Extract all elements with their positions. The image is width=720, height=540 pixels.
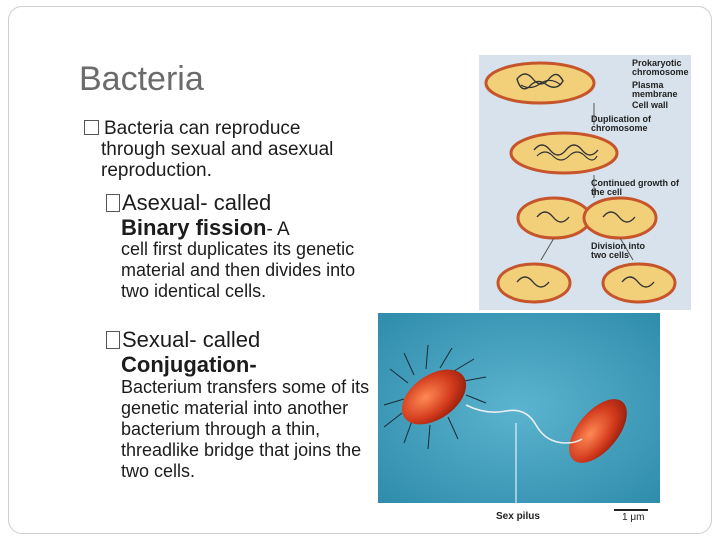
bullet-lead: Bacteria can reproduce — [104, 118, 301, 139]
scale-bar — [614, 509, 648, 511]
sex-pilus — [465, 404, 583, 444]
cell-stage-1 — [484, 61, 596, 105]
label-plasma-membrane: Plasma membrane — [632, 80, 678, 99]
label-growth: Continued growth of the cell — [591, 178, 679, 197]
label-cell-wall: Cell wall — [632, 100, 669, 110]
bacterium-left — [401, 369, 467, 425]
binary-fission-diagram: Prokaryotic chromosome Plasma membrane C… — [479, 55, 691, 310]
slide-title: Bacteria — [79, 60, 204, 98]
label-division: Division into two cells — [591, 241, 645, 260]
sexual-description: Bacterium transfers some of its genetic … — [121, 377, 370, 481]
bullet-marker — [106, 194, 120, 212]
bullet-rest: through sexual and asexual reproduction. — [101, 139, 334, 181]
sexual-heading: Sexual- called — [122, 327, 261, 352]
micrograph-caption-bar: Sex pilus 1 μm — [378, 503, 660, 533]
binary-fission-term: Binary fission — [121, 215, 267, 240]
label-prokaryotic: Prokaryotic chromosome — [632, 58, 689, 77]
sexual-tail: - — [249, 352, 257, 377]
asexual-heading: Asexual- called — [122, 190, 272, 215]
bullet-marker — [106, 331, 120, 349]
scale-label: 1 μm — [622, 512, 645, 523]
conjugation-illustration — [378, 313, 660, 503]
bullet-asexual: Asexual- called Binary fission- A — [106, 190, 356, 242]
conjugation-micrograph — [378, 313, 660, 503]
asexual-description: cell first duplicates its genetic materi… — [121, 239, 356, 301]
bullet-reproduction: Bacteria can reproduce through sexual an… — [84, 118, 374, 181]
label-duplication: Duplication of chromosome — [591, 114, 651, 133]
conjugation-term: Conjugation — [121, 352, 250, 377]
asexual-tail: - A — [266, 219, 290, 240]
sex-pilus-label: Sex pilus — [496, 511, 540, 522]
binary-fission-illustration — [484, 61, 677, 304]
bacterium-right — [569, 399, 627, 463]
bullet-marker — [84, 120, 99, 135]
bullet-sexual: Sexual- called Conjugation- — [106, 327, 356, 377]
pili-hairs — [383, 344, 487, 450]
